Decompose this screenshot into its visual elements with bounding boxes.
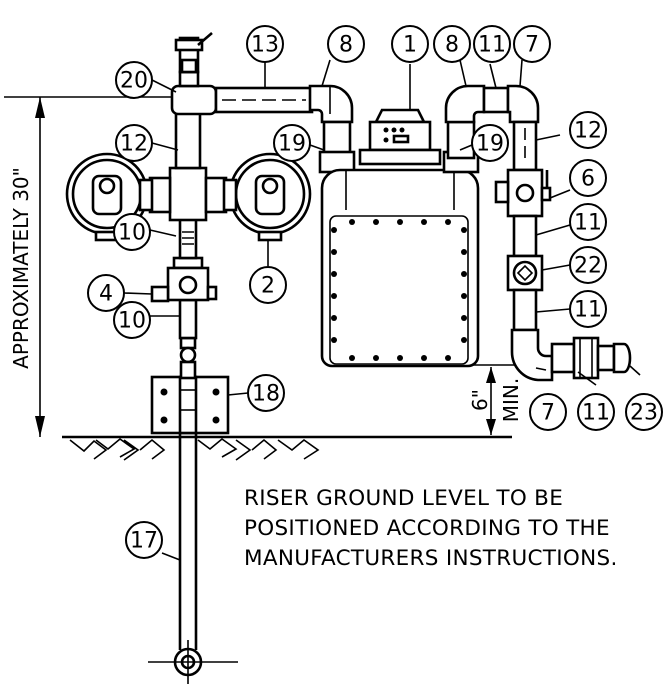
coupling-11-top — [482, 86, 510, 114]
callout-1-label: 1 — [403, 33, 417, 58]
callout-20: 20 — [115, 61, 153, 99]
nipple-lower — [178, 298, 198, 340]
check-valve — [506, 254, 544, 292]
bottom-elbow — [510, 328, 554, 382]
nipple-12-left — [174, 110, 202, 170]
callout-12-left: 12 — [115, 124, 153, 162]
callout-8-left: 8 — [327, 25, 365, 63]
callout-11-lower: 11 — [569, 290, 607, 328]
callout-11-top-label: 11 — [478, 33, 506, 58]
callout-6-label: 6 — [581, 167, 595, 192]
callout-11-lower-label: 11 — [574, 298, 602, 323]
callout-12-right: 12 — [569, 111, 607, 149]
callout-7-top-label: 7 — [525, 33, 539, 58]
callout-4-label: 4 — [99, 282, 113, 307]
height-dimension-label: APPROXIMATELY 30" — [9, 167, 33, 369]
callouts: 13 8 1 8 11 7 20 12 19 19 12 6 10 2 11 4… — [87, 25, 663, 559]
riser-bracket — [150, 375, 230, 435]
lower-union — [179, 336, 197, 380]
outlet-union-23 — [572, 336, 632, 380]
coupling-11-bottom — [550, 342, 576, 374]
callout-2-label: 2 — [261, 274, 275, 299]
meter-rivets — [331, 219, 467, 361]
callout-23-label: 23 — [630, 401, 658, 426]
min-dimension-unit: MIN. — [499, 378, 523, 422]
regulator-cross — [148, 166, 228, 222]
right-regulator — [222, 152, 312, 242]
callout-11-mid: 11 — [569, 203, 607, 241]
callout-8-left-label: 8 — [339, 33, 353, 58]
note-line-1: RISER GROUND LEVEL TO BE — [244, 486, 563, 511]
callout-10-upper: 10 — [113, 213, 151, 251]
callout-13: 13 — [246, 25, 284, 63]
nipple-11-right-lower — [512, 288, 538, 332]
inlet-valve — [150, 256, 218, 303]
callout-17: 17 — [125, 521, 163, 559]
callout-19-right-label: 19 — [476, 132, 504, 157]
callout-19-left-label: 19 — [278, 132, 306, 157]
gas-meter-body — [320, 168, 480, 368]
callout-6: 6 — [569, 159, 607, 197]
callout-20-label: 20 — [120, 69, 148, 94]
left-elbow — [308, 84, 354, 124]
callout-11-top: 11 — [473, 25, 511, 63]
callout-19-left: 19 — [273, 124, 311, 162]
callout-8-right: 8 — [433, 25, 471, 63]
callout-2: 2 — [249, 266, 287, 304]
callout-18: 18 — [247, 374, 285, 412]
outlet-valve — [494, 168, 552, 218]
note-line-2: POSITIONED ACCORDING TO THE — [244, 516, 610, 541]
callout-11-mid-label: 11 — [574, 211, 602, 236]
callout-8-right-label: 8 — [445, 33, 459, 58]
min-dimension-number: 6" — [468, 389, 492, 411]
callout-12-right-label: 12 — [574, 119, 602, 144]
callout-10-upper-label: 10 — [118, 221, 146, 246]
callout-11-bottom: 11 — [577, 393, 615, 431]
installation-note: RISER GROUND LEVEL TO BE POSITIONED ACCO… — [244, 486, 618, 571]
callout-1: 1 — [391, 25, 429, 63]
leader-lines — [123, 59, 641, 561]
callout-7-bottom: 7 — [529, 393, 567, 431]
outlet-elbow-right — [506, 84, 540, 124]
callout-18-label: 18 — [252, 382, 280, 407]
meter-index — [358, 108, 442, 166]
callout-23: 23 — [625, 393, 663, 431]
callout-11-bottom-label: 11 — [582, 401, 610, 426]
callout-7-bottom-label: 7 — [541, 401, 555, 426]
callout-13-label: 13 — [251, 33, 279, 58]
min-dimension: 6" MIN. — [458, 364, 523, 435]
nipple-11-right — [512, 214, 538, 258]
callout-10-lower: 10 — [113, 301, 151, 339]
ground-line — [62, 435, 512, 461]
horizontal-pipe-13 — [214, 86, 314, 114]
callout-4: 4 — [87, 274, 125, 312]
callout-7-top: 7 — [513, 25, 551, 63]
top-shutoff — [174, 32, 213, 74]
callout-12-left-label: 12 — [120, 132, 148, 157]
outlet-elbow-left — [444, 84, 486, 124]
callout-10-lower-label: 10 — [118, 309, 146, 334]
callout-22: 22 — [569, 246, 607, 284]
callout-17-label: 17 — [130, 529, 158, 554]
note-line-3: MANUFACTURERS INSTRUCTIONS. — [244, 546, 618, 571]
meter-outlet-nipple — [446, 120, 476, 160]
tee-fitting — [170, 70, 218, 116]
callout-19-right: 19 — [471, 124, 509, 162]
height-dimension: APPROXIMATELY 30" — [4, 96, 178, 437]
callout-22-label: 22 — [574, 254, 602, 279]
